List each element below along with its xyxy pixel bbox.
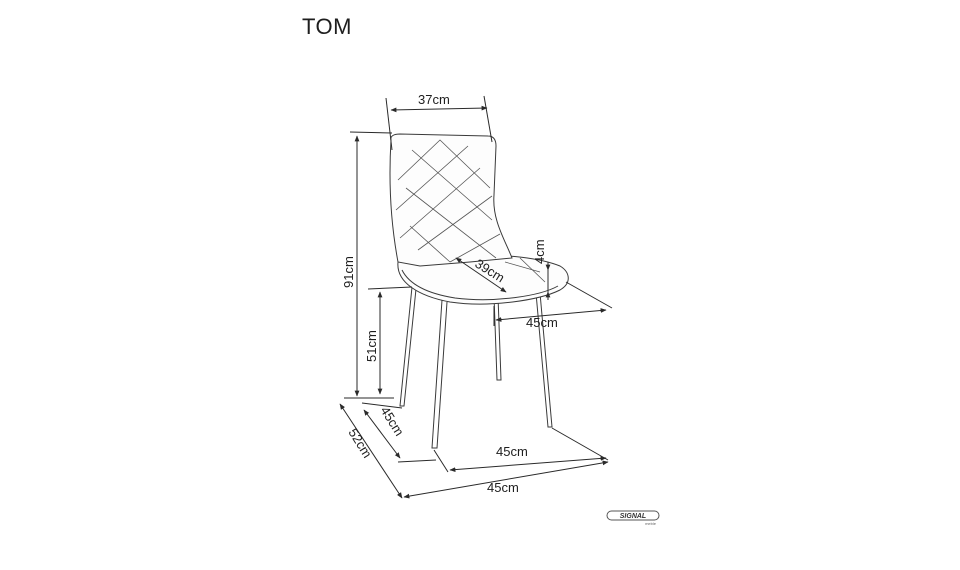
label-seat-thickness: 4cm <box>532 239 547 264</box>
dim-total-height: 91cm <box>341 131 394 399</box>
label-total-depth: 52cm <box>345 426 375 461</box>
logo-text: SIGNAL <box>620 513 646 520</box>
label-seat-width: 45cm <box>526 315 558 330</box>
backrest-quilting <box>395 139 546 283</box>
chair-backrest <box>389 133 513 267</box>
seat-edge <box>401 269 559 301</box>
signal-logo: SIGNAL meble <box>606 510 660 526</box>
label-backrest-width: 37cm <box>418 92 450 107</box>
product-title: TOM <box>302 14 352 39</box>
label-total-height: 91cm <box>341 256 356 288</box>
dim-seat-thickness: 4cm <box>532 239 551 300</box>
label-seat-height: 51cm <box>364 330 379 362</box>
label-total-width: 45cm <box>487 480 519 495</box>
dim-seat-width: 45cm <box>493 281 613 330</box>
dim-seat-height: 51cm <box>364 286 413 395</box>
dim-leg-span-width: 45cm <box>433 427 609 473</box>
dim-backrest-width: 37cm <box>385 92 493 151</box>
label-leg-span-width: 45cm <box>496 444 528 459</box>
chair-legs <box>399 286 553 449</box>
dim-total-width: 45cm <box>403 460 609 499</box>
logo-subtext: meble <box>645 521 657 526</box>
